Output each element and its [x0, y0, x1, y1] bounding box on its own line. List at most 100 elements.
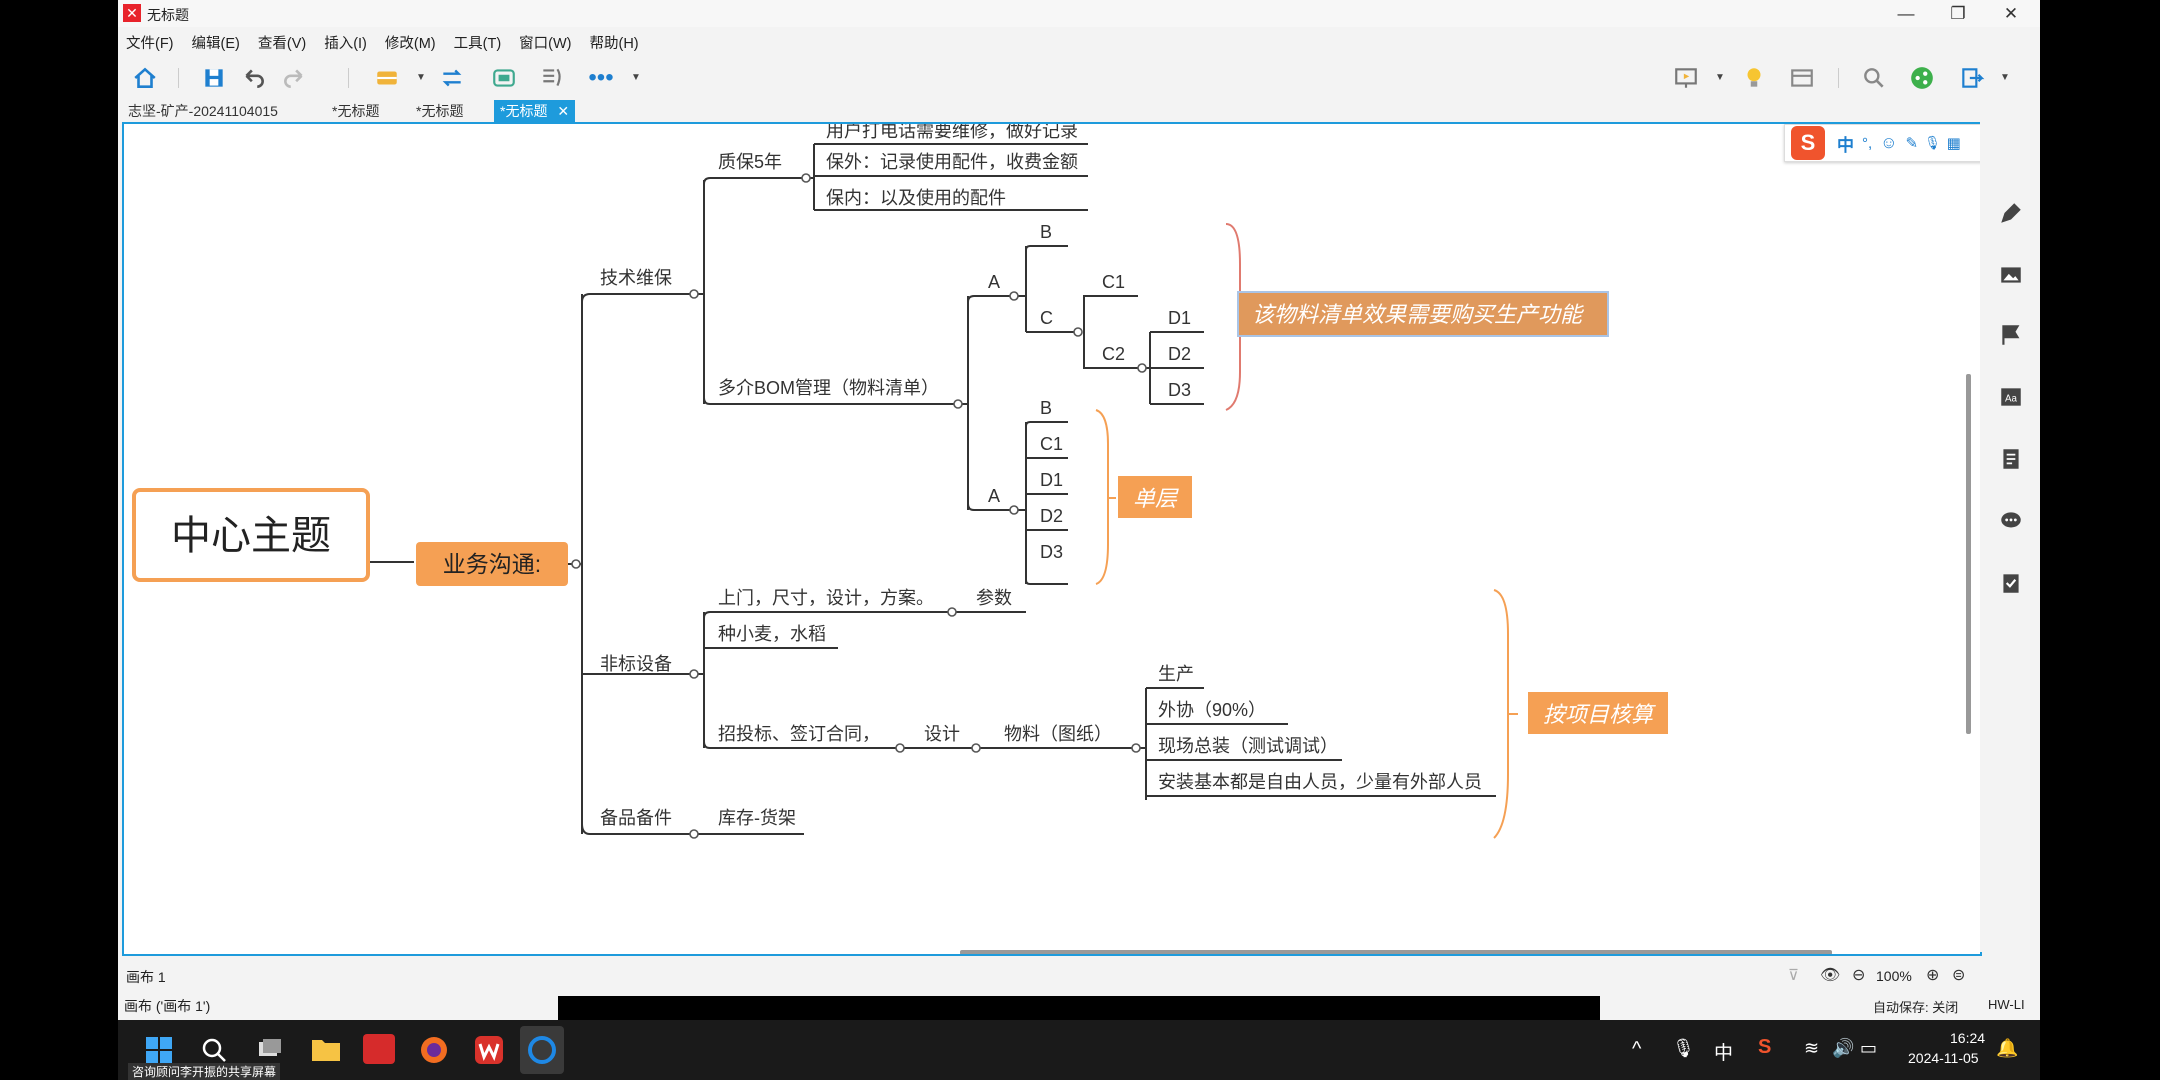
- share-icon[interactable]: [1906, 62, 1938, 94]
- menu-modify[interactable]: 修改(M): [384, 36, 436, 52]
- mindmap-svg: 中心主题 业务沟通: 技术维保 质保5年 用户打电话需要维修，做好记录 保外：记…: [132, 124, 1971, 954]
- ime-emoji-button[interactable]: ☺: [1880, 133, 1898, 152]
- wifi-icon[interactable]: ≋: [1804, 1038, 1820, 1058]
- zoom-out-button[interactable]: ⊖: [1852, 967, 1866, 984]
- ime-toolbox-button[interactable]: ▦: [1946, 135, 1961, 152]
- sogou-tray-icon[interactable]: S: [1758, 1036, 1772, 1058]
- firefox-icon[interactable]: [418, 1034, 450, 1066]
- export-dropdown-icon[interactable]: ▼: [2000, 72, 2010, 83]
- autosave-status[interactable]: 自动保存: 关闭: [1873, 1000, 1959, 1015]
- layout-icon[interactable]: [1786, 62, 1818, 94]
- clock-date[interactable]: 2024-11-05: [1908, 1050, 1979, 1066]
- horizontal-scrollbar: [960, 950, 1832, 954]
- bom-g1-c1: C1: [1102, 272, 1125, 292]
- file-explorer-icon[interactable]: [310, 1034, 342, 1064]
- image-icon[interactable]: [1998, 262, 2024, 288]
- more-dropdown-icon[interactable]: ▼: [631, 72, 641, 83]
- insert-topic-dropdown-icon[interactable]: ▼: [416, 72, 426, 83]
- ime-tray-indicator[interactable]: 中: [1714, 1043, 1734, 1064]
- ime-punct-button[interactable]: °,: [1862, 134, 1873, 152]
- insert-topic-icon[interactable]: [371, 62, 403, 94]
- more-icon[interactable]: •••: [588, 64, 614, 91]
- ime-toolbar[interactable]: S 中 °, ☺ ✎ 🎙 ▦: [1784, 124, 1980, 162]
- presentation-dropdown-icon[interactable]: ▼: [1715, 72, 1725, 83]
- bom-g2-d1: D1: [1040, 470, 1063, 490]
- task-clipboard-icon[interactable]: [1998, 570, 2024, 596]
- vertical-scrollbar: [1966, 374, 1971, 734]
- tab-document-2[interactable]: *无标题: [332, 103, 380, 119]
- save-icon[interactable]: [198, 62, 230, 94]
- relationship-icon[interactable]: [436, 62, 468, 94]
- microphone-icon[interactable]: 🎙: [1672, 1038, 1695, 1058]
- ime-voice-button[interactable]: 🎙: [1924, 135, 1941, 150]
- filter-icon[interactable]: ⊽: [1788, 967, 1799, 984]
- central-topic: 中心主题: [171, 514, 331, 558]
- central-topic-box: [132, 488, 370, 582]
- presentation-icon[interactable]: [1670, 62, 1702, 94]
- tray-chevron-icon[interactable]: ^: [1632, 1038, 1642, 1060]
- tab-document-1[interactable]: 志坚-矿产-20241104015: [128, 103, 278, 119]
- task-view-icon[interactable]: [256, 1036, 284, 1064]
- font-style-icon[interactable]: Aa: [1998, 384, 2024, 410]
- boundary-icon[interactable]: [488, 62, 520, 94]
- menu-window[interactable]: 窗口(W): [519, 36, 572, 52]
- summary-single-box: [1118, 476, 1192, 518]
- comments-icon[interactable]: [1998, 508, 2024, 534]
- bom-g1-d2: D2: [1168, 344, 1191, 364]
- wps-icon[interactable]: [473, 1034, 505, 1066]
- redo-icon[interactable]: [278, 62, 310, 94]
- menu-file[interactable]: 文件(F): [126, 36, 174, 52]
- window-title: 无标题: [147, 7, 189, 23]
- ime-handwrite-button[interactable]: ✎: [1905, 135, 1919, 152]
- marker-flag-icon[interactable]: [1998, 322, 2024, 348]
- menu-tools[interactable]: 工具(T): [453, 36, 502, 52]
- summary-project-box: [1528, 692, 1668, 734]
- zoom-level[interactable]: 100%: [1876, 968, 1912, 984]
- toolbar: ▼ ••• ▼ ▼ ▼: [118, 58, 2040, 98]
- nonstd-design: 设计: [924, 724, 960, 744]
- maximize-button[interactable]: ❐: [1950, 3, 1966, 23]
- summary-icon[interactable]: [536, 62, 568, 94]
- menu-edit[interactable]: 编辑(E): [191, 36, 240, 52]
- undo-icon[interactable]: [238, 62, 270, 94]
- warranty-item-3: 保内：以及使用的配件: [826, 188, 1006, 208]
- sheet-info: 画布 ('画布 1'): [124, 998, 211, 1014]
- fit-icon[interactable]: ⊜: [1952, 967, 1966, 984]
- notification-icon[interactable]: 🔔: [1996, 1038, 2019, 1058]
- sheet-tab[interactable]: 画布 1: [126, 969, 166, 985]
- nonstd-visit: 上门，尺寸，设计，方案。: [718, 588, 934, 608]
- bom-g2-d2: D2: [1040, 506, 1063, 526]
- export-icon[interactable]: [1956, 62, 1988, 94]
- search-icon[interactable]: [1858, 62, 1890, 94]
- mindmap-canvas[interactable]: 中心主题 业务沟通: 技术维保 质保5年 用户打电话需要维修，做好记录 保外：记…: [122, 122, 1982, 956]
- volume-icon[interactable]: 🔊: [1832, 1038, 1855, 1058]
- tab-document-active[interactable]: *无标题 ✕: [494, 100, 576, 122]
- bom-g2-a: A: [988, 486, 1000, 506]
- menu-help[interactable]: 帮助(H): [589, 36, 639, 52]
- menu-view[interactable]: 查看(V): [257, 36, 307, 52]
- menu-bar: 文件(F) 编辑(E) 查看(V) 插入(I) 修改(M) 工具(T) 窗口(W…: [118, 28, 2040, 54]
- tab-close-icon[interactable]: ✕: [557, 103, 570, 119]
- main-topic-box: [416, 542, 568, 586]
- clock-time[interactable]: 16:24: [1950, 1030, 1986, 1046]
- minimize-button[interactable]: —: [1897, 3, 1915, 23]
- notes-icon[interactable]: [1998, 446, 2024, 472]
- ime-mode-button[interactable]: 中: [1837, 135, 1854, 155]
- style-brush-icon[interactable]: [1998, 200, 2024, 226]
- material-item-3: 现场总装（测试调试）: [1158, 736, 1338, 756]
- windows-start-icon[interactable]: [145, 1036, 173, 1064]
- battery-icon[interactable]: ▭: [1860, 1038, 1878, 1058]
- bom-g1-a: A: [988, 272, 1000, 292]
- nonstd-bid: 招投标、签订合同，: [718, 724, 880, 744]
- lightbulb-icon[interactable]: [1738, 62, 1770, 94]
- nonstd-params: 参数: [976, 588, 1012, 608]
- eye-icon[interactable]: 👁: [1820, 967, 1841, 984]
- taskbar-app-red-icon[interactable]: [363, 1034, 395, 1064]
- home-icon[interactable]: [129, 62, 161, 94]
- search-taskbar-icon[interactable]: [200, 1036, 228, 1064]
- close-window-button[interactable]: ✕: [2003, 3, 2019, 23]
- menu-insert[interactable]: 插入(I): [324, 36, 367, 52]
- zoom-in-button[interactable]: ⊕: [1926, 967, 1940, 984]
- tab-document-3[interactable]: *无标题: [416, 103, 464, 119]
- taskbar-app-active-icon[interactable]: [520, 1026, 564, 1074]
